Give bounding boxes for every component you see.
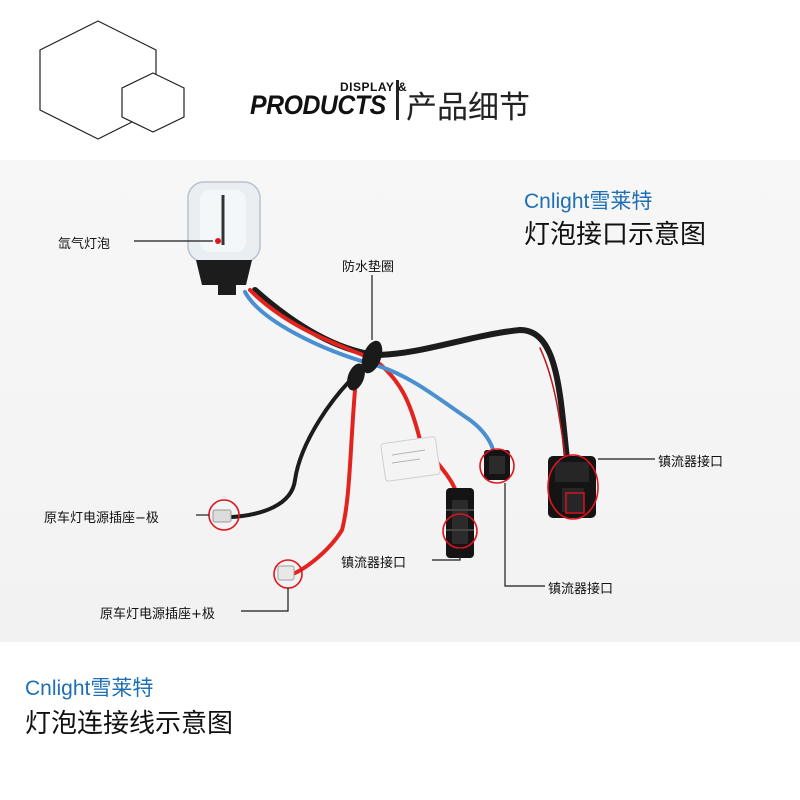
- red-power-wire: [288, 388, 357, 577]
- callout-circle-right: [547, 454, 599, 520]
- header-title: 产品细节: [406, 90, 530, 126]
- bulb-marker-dot: [215, 238, 221, 244]
- footer-title: 灯泡连接线示意图: [25, 709, 234, 739]
- leader-ballast-mid: [432, 548, 461, 561]
- red-wire: [248, 288, 464, 522]
- ballast-connector-small: [484, 450, 510, 480]
- leader-ballast-low: [504, 483, 545, 587]
- waterproof-grommet: [347, 340, 383, 391]
- red-trace-wire: [539, 347, 567, 463]
- hexagon-logo-icon: [39, 20, 185, 140]
- product-photo-area: [0, 160, 800, 642]
- black-ground-wire: [230, 360, 372, 519]
- blue-wire: [243, 290, 500, 472]
- diagram-title: 灯泡接口示意图: [524, 220, 707, 250]
- label-power-neg: 原车灯电源插座−极: [44, 511, 159, 526]
- label-ballast-low: 镇流器接口: [548, 582, 614, 597]
- label-waterproof: 防水垫圈: [342, 260, 395, 275]
- header-divider: [396, 80, 399, 120]
- footer-section: [0, 642, 800, 800]
- label-power-pos: 原车灯电源插座+极: [100, 607, 215, 622]
- label-ballast-right: 镇流器接口: [658, 455, 724, 470]
- brand-products-text: PRODUCTS: [250, 90, 386, 120]
- power-pos-terminal: [277, 565, 295, 581]
- ballast-connector-mid: [446, 488, 474, 558]
- leader-power-pos: [241, 588, 289, 612]
- callout-box-right: [565, 492, 585, 514]
- header-section: DISPLAY & PRODUCTS 产品细节: [0, 0, 800, 160]
- callout-circle-small: [479, 448, 515, 484]
- label-ballast-mid: 镇流器接口: [341, 556, 407, 571]
- xenon-bulb: [187, 181, 261, 295]
- wire-tag: [380, 436, 441, 482]
- footer-brand: Cnlight雪莱特: [25, 677, 154, 700]
- diagram-brand: Cnlight雪莱特: [524, 190, 653, 213]
- brand-display-text: DISPLAY &: [340, 80, 408, 94]
- label-bulb: 氙气灯泡: [58, 237, 111, 252]
- power-neg-terminal: [212, 509, 232, 523]
